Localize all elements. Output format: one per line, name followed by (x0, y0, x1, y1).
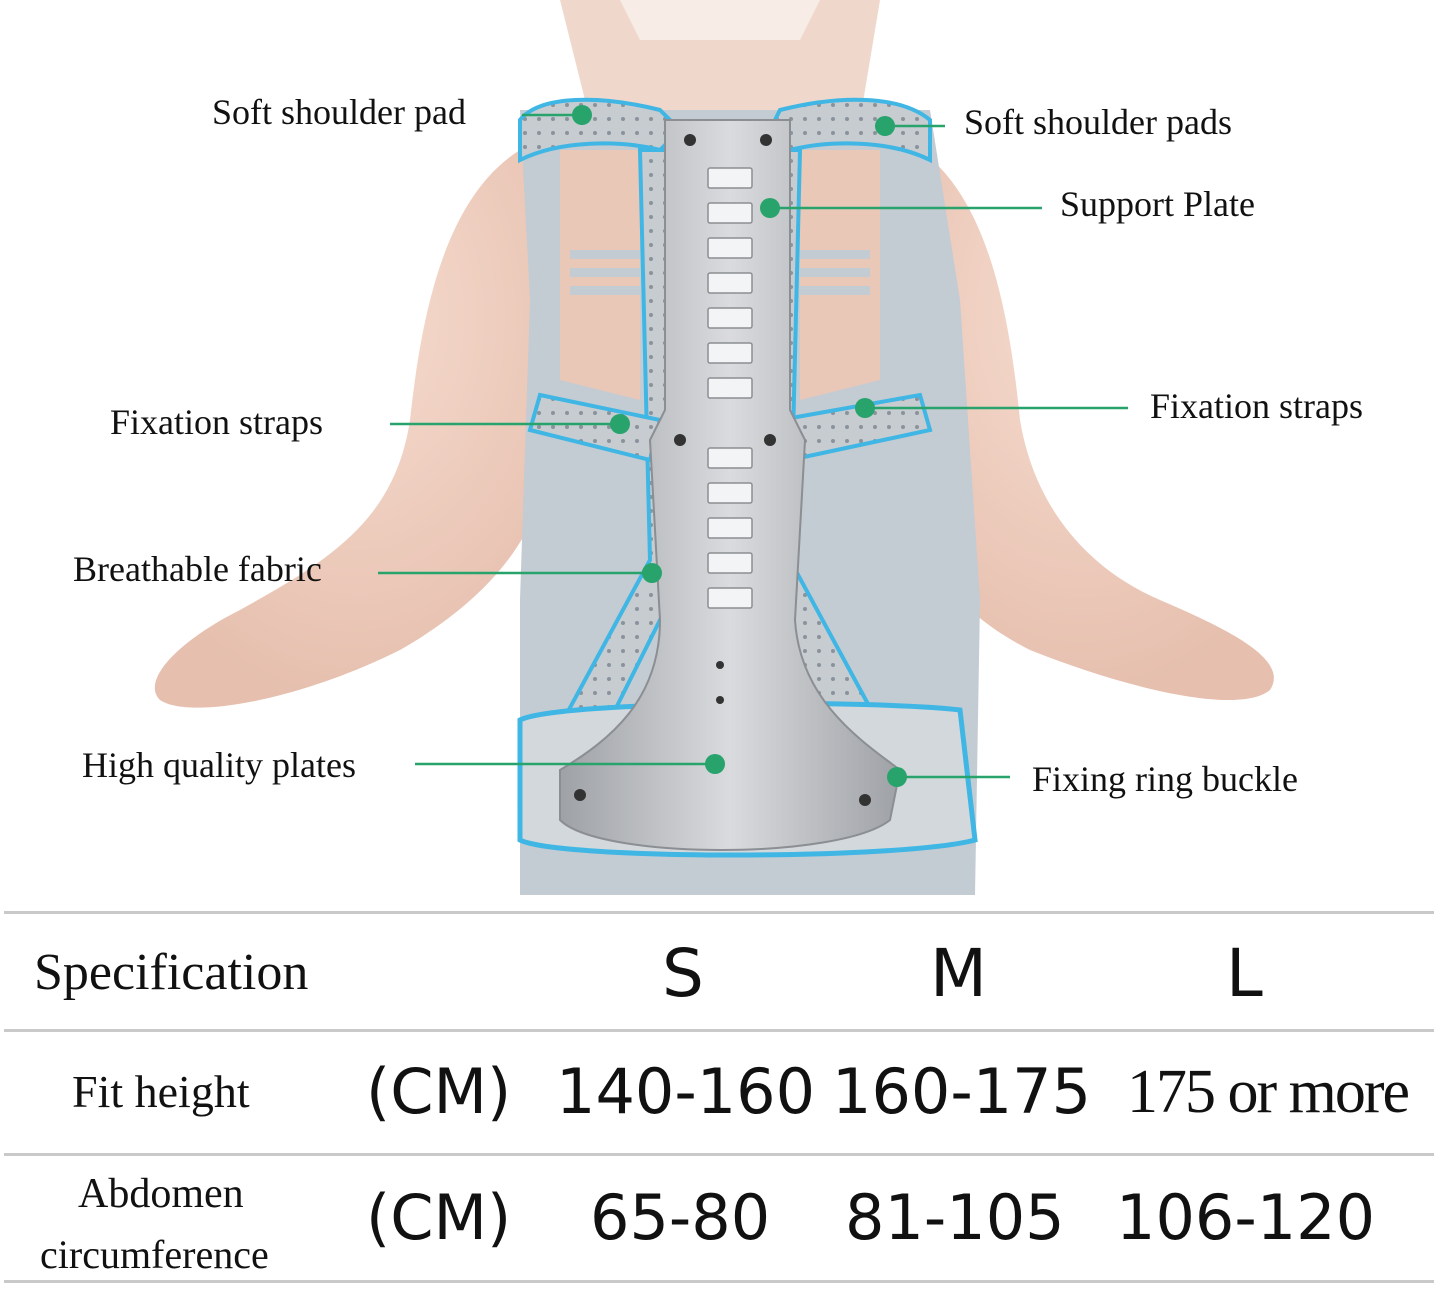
fit-height-l: 175 or more (1127, 1058, 1410, 1126)
fit-height-m: 160-175 (832, 1055, 1092, 1128)
row-unit-fit-height: (CM) (366, 1055, 512, 1128)
specification-table: Specification S M L Fit height (CM) 140-… (0, 905, 1442, 1289)
callout-fixing-ring-buckle: Fixing ring buckle (1032, 759, 1298, 799)
row-label-abdomen-line2: circumference (40, 1232, 269, 1277)
table-rule-1 (4, 1029, 1434, 1032)
model-left-arm (154, 150, 555, 708)
callout-dots (572, 105, 907, 787)
size-header-s: S (662, 935, 704, 1012)
callout-breathable-fabric: Breathable fabric (73, 549, 322, 589)
callout-leaders (378, 113, 1128, 779)
callout-high-quality-plates: High quality plates (82, 745, 356, 785)
back-brace-illustration (154, 0, 1274, 895)
row-label-abdomen-line1: Abdomen (78, 1171, 244, 1217)
model-right-arm (890, 150, 1274, 701)
callout-support-plate: Support Plate (1060, 184, 1255, 224)
row-unit-abdomen: (CM) (366, 1181, 512, 1254)
abdomen-s: 65-80 (590, 1181, 771, 1254)
size-header-l: L (1226, 935, 1263, 1012)
callout-soft-shoulder-pad: Soft shoulder pad (212, 92, 466, 132)
table-rule-bottom (4, 1280, 1434, 1283)
callout-soft-shoulder-pads: Soft shoulder pads (964, 102, 1232, 142)
product-figure: Soft shoulder pad Soft shoulder pads Sup… (73, 0, 1363, 895)
callout-fixation-straps-right: Fixation straps (1150, 386, 1363, 426)
table-rule-2 (4, 1153, 1434, 1156)
abdomen-m: 81-105 (845, 1181, 1065, 1254)
callout-fixation-straps-left: Fixation straps (110, 402, 323, 442)
spec-header-label: Specification (34, 944, 309, 1001)
abdomen-l: 106-120 (1116, 1181, 1376, 1254)
size-header-m: M (930, 935, 987, 1012)
support-plate (559, 119, 902, 851)
table-rule-top (4, 911, 1434, 914)
row-label-fit-height: Fit height (72, 1066, 250, 1117)
fit-height-s: 140-160 (556, 1055, 816, 1128)
model-neck (560, 0, 880, 120)
